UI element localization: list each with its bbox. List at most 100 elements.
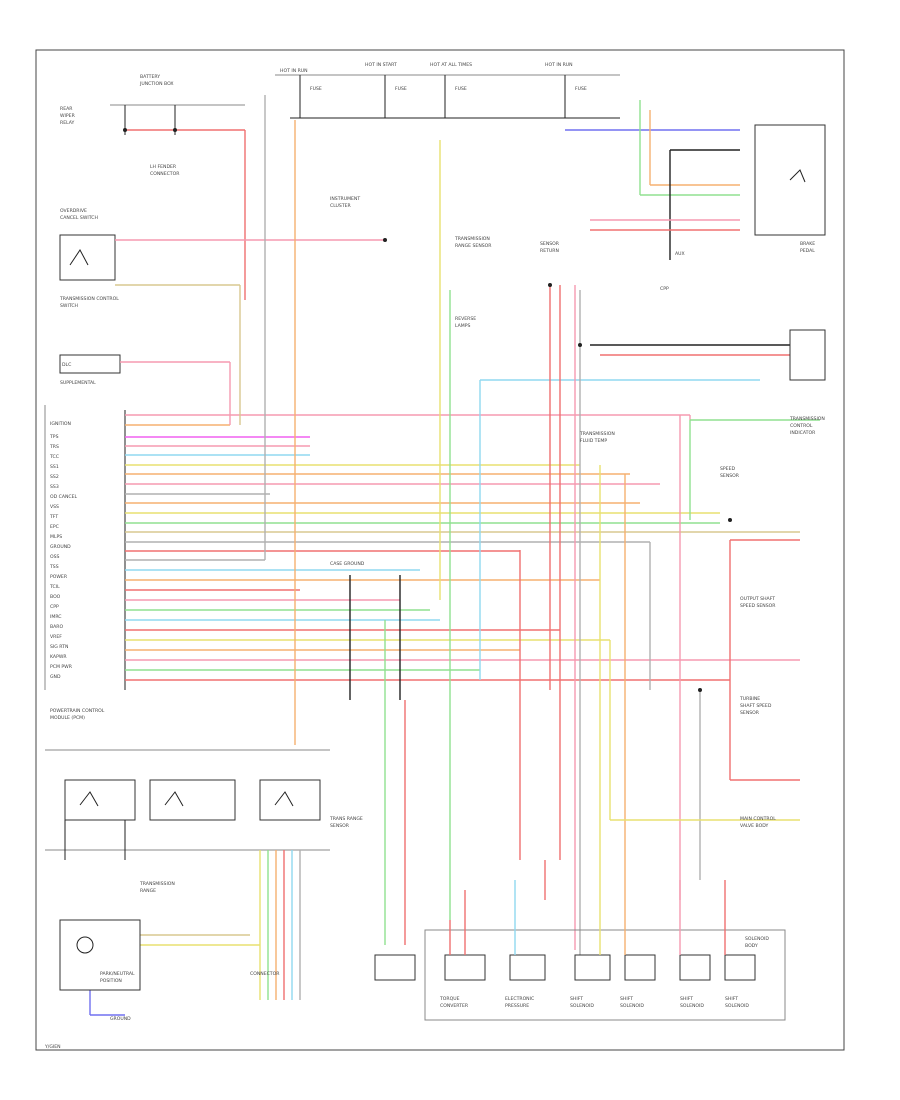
svg-text:EPC: EPC <box>50 524 59 530</box>
shift-solenoid-c <box>679 954 711 981</box>
corner-code: Y/GIEN <box>44 1044 61 1050</box>
svg-text:MLPS: MLPS <box>50 534 62 540</box>
vertical-circuits <box>115 95 800 970</box>
splice-points <box>123 128 732 692</box>
svg-text:SPEED SENSOR: SPEED SENSOR <box>740 603 776 609</box>
svg-text:LH FENDER: LH FENDER <box>150 164 177 170</box>
svg-text:SIG RTN: SIG RTN <box>50 644 68 650</box>
svg-text:VSS: VSS <box>50 504 59 510</box>
svg-text:OUTPUT SHAFT: OUTPUT SHAFT <box>740 596 775 602</box>
pcm-wire-harness <box>125 414 800 681</box>
svg-text:INSTRUMENT: INSTRUMENT <box>330 196 360 202</box>
svg-text:FUSE: FUSE <box>310 86 322 92</box>
tft-sensor <box>509 954 546 981</box>
mid-labels: INSTRUMENT CLUSTER TRANSMISSION RANGE SE… <box>330 196 776 829</box>
coast-clutch-solenoid <box>724 954 756 981</box>
svg-text:KAPWR: KAPWR <box>50 654 67 660</box>
svg-text:TRANSMISSION: TRANSMISSION <box>789 416 825 422</box>
svg-text:TRANSMISSION: TRANSMISSION <box>454 236 490 242</box>
svg-text:CONNECTOR: CONNECTOR <box>250 971 280 977</box>
svg-text:PEDAL: PEDAL <box>800 248 815 254</box>
svg-text:HOT AT ALL TIMES: HOT AT ALL TIMES <box>430 62 472 68</box>
svg-text:TPS: TPS <box>49 434 59 440</box>
svg-text:CPP: CPP <box>660 286 669 292</box>
battery-junction-block: BATTERY JUNCTION BOX REAR WIPER RELAY LH… <box>60 74 245 177</box>
svg-text:CONVERTER: CONVERTER <box>440 1003 469 1009</box>
top-power-bus: HOT IN RUN HOT IN START HOT AT ALL TIMES… <box>275 62 620 119</box>
svg-text:FUSE: FUSE <box>395 86 407 92</box>
svg-text:SHIFT: SHIFT <box>570 996 583 1002</box>
lower-switch-assembly: TRANS RANGE SENSOR TRANSMISSION RANGE <box>45 749 363 894</box>
svg-text:VALVE BODY: VALVE BODY <box>740 823 769 829</box>
svg-text:TCIL: TCIL <box>49 584 60 590</box>
svg-text:OVERDRIVE: OVERDRIVE <box>60 208 87 214</box>
solenoid-feeds <box>449 860 726 955</box>
svg-text:REAR: REAR <box>60 106 73 112</box>
svg-text:SOLENOID: SOLENOID <box>570 1003 594 1009</box>
svg-text:SPEED: SPEED <box>720 466 735 472</box>
svg-text:SENSOR: SENSOR <box>330 823 350 829</box>
svg-text:HOT IN RUN: HOT IN RUN <box>280 68 308 74</box>
svg-text:OSS: OSS <box>50 554 60 560</box>
svg-text:TORQUE: TORQUE <box>439 996 460 1002</box>
svg-text:HOT IN START: HOT IN START <box>365 62 397 68</box>
tcc-solenoid <box>374 954 416 981</box>
svg-text:CLUSTER: CLUSTER <box>330 203 352 209</box>
svg-text:CASE GROUND: CASE GROUND <box>330 561 365 567</box>
svg-text:POSITION: POSITION <box>100 978 122 984</box>
svg-text:SENSOR: SENSOR <box>720 473 740 479</box>
svg-text:CPP: CPP <box>50 604 59 610</box>
top-right-components: BRAKE PEDAL TRANSMISSION CONTROL INDICAT… <box>660 124 826 436</box>
svg-text:BATTERY: BATTERY <box>140 74 160 80</box>
svg-text:SOLENOID: SOLENOID <box>745 936 769 942</box>
svg-text:TRANSMISSION: TRANSMISSION <box>579 431 615 437</box>
svg-text:SS3: SS3 <box>50 484 59 490</box>
svg-text:SS2: SS2 <box>50 474 59 480</box>
lower-left-bundle <box>89 850 301 1016</box>
svg-text:FUSE: FUSE <box>455 86 467 92</box>
svg-text:RANGE SENSOR: RANGE SENSOR <box>455 243 492 249</box>
svg-text:TURBINE: TURBINE <box>739 696 760 702</box>
svg-text:TRANS RANGE: TRANS RANGE <box>329 816 363 822</box>
svg-text:BOO: BOO <box>50 594 61 600</box>
svg-text:PCM PWR: PCM PWR <box>50 664 73 670</box>
svg-text:SUPPLEMENTAL: SUPPLEMENTAL <box>60 380 96 386</box>
shift-solenoid-b <box>624 954 656 981</box>
svg-text:SENSOR: SENSOR <box>540 241 560 247</box>
svg-text:HOT IN RUN: HOT IN RUN <box>545 62 573 68</box>
svg-text:ELECTRONIC: ELECTRONIC <box>505 996 534 1002</box>
svg-text:MODULE (PCM): MODULE (PCM) <box>50 715 85 721</box>
svg-text:VREF: VREF <box>50 634 62 640</box>
svg-text:RELAY: RELAY <box>60 120 75 126</box>
svg-text:SWITCH: SWITCH <box>60 303 78 309</box>
svg-text:SENSOR: SENSOR <box>740 710 760 716</box>
epc-solenoid <box>444 954 486 981</box>
svg-text:SHIFT: SHIFT <box>620 996 633 1002</box>
svg-text:BRAKE: BRAKE <box>800 241 815 247</box>
svg-text:OD CANCEL: OD CANCEL <box>50 494 78 500</box>
powertrain-control-module: IGNITION TPS TRS TCC SS1 SS2 SS3 OD CANC… <box>44 405 126 721</box>
svg-text:JUNCTION BOX: JUNCTION BOX <box>139 81 174 87</box>
svg-text:PRESSURE: PRESSURE <box>505 1003 529 1009</box>
svg-text:BARO: BARO <box>50 624 63 630</box>
svg-text:INDICATOR: INDICATOR <box>790 430 816 436</box>
svg-text:TCC: TCC <box>49 454 59 460</box>
svg-text:AUX: AUX <box>675 251 685 257</box>
svg-text:IGNITION: IGNITION <box>50 421 71 427</box>
svg-text:CONTROL: CONTROL <box>790 423 813 429</box>
svg-text:WIPER: WIPER <box>60 113 76 119</box>
shift-solenoid-a <box>574 954 611 981</box>
svg-text:TRS: TRS <box>49 444 59 450</box>
svg-text:TRANSMISSION CONTROL: TRANSMISSION CONTROL <box>59 296 119 302</box>
svg-text:BODY: BODY <box>745 943 758 949</box>
svg-text:GND: GND <box>50 674 61 680</box>
svg-text:DLC: DLC <box>62 362 71 368</box>
svg-text:TRANSMISSION: TRANSMISSION <box>139 881 175 887</box>
solenoid-body: TORQUE CONVERTER ELECTRONIC PRESSURE SHI… <box>374 929 786 1021</box>
svg-text:RETURN: RETURN <box>540 248 559 254</box>
svg-text:PARK/NEUTRAL: PARK/NEUTRAL <box>100 971 135 977</box>
svg-text:FLUID TEMP: FLUID TEMP <box>580 438 607 444</box>
svg-text:SHIFT: SHIFT <box>725 996 738 1002</box>
data-link-connector: DLC SUPPLEMENTAL <box>59 354 121 386</box>
